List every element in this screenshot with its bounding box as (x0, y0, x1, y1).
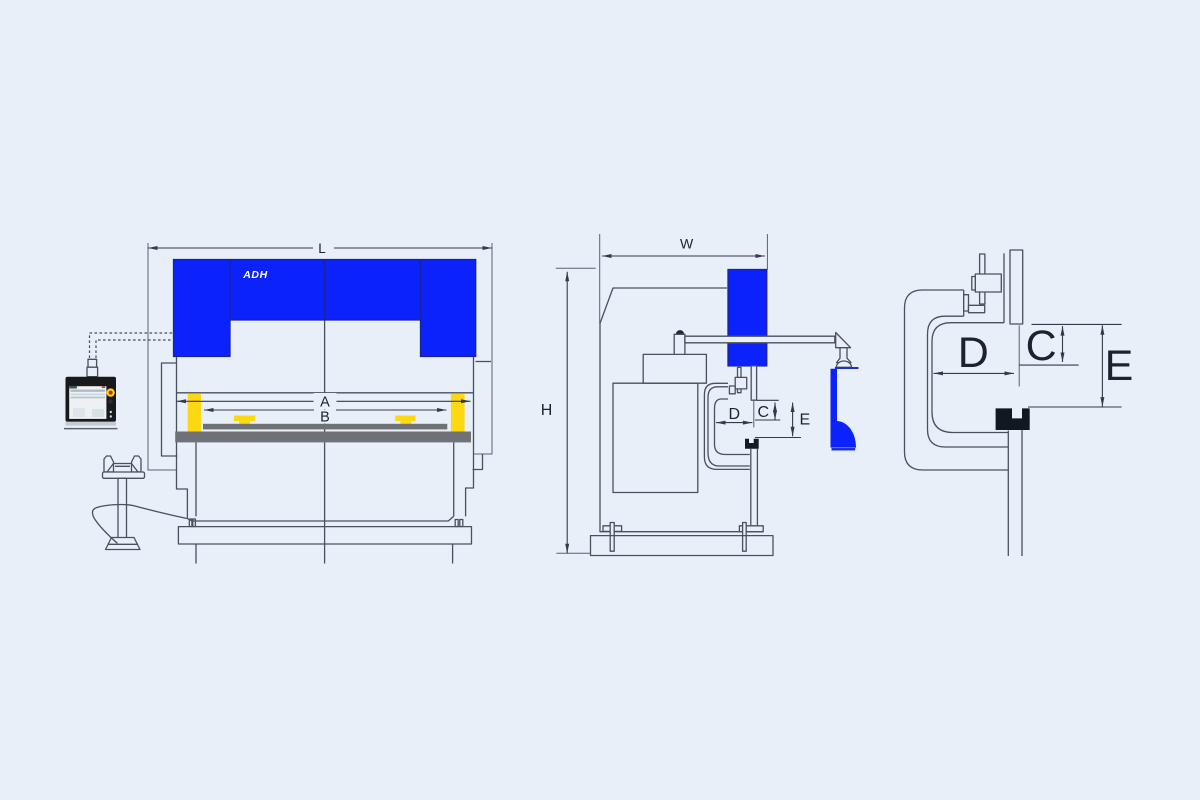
svg-text:B: B (320, 409, 330, 425)
svg-text:W: W (680, 235, 694, 251)
svg-text:A: A (320, 395, 330, 411)
svg-text:L: L (318, 241, 326, 256)
svg-text:E: E (800, 412, 811, 429)
svg-text:D: D (958, 329, 989, 377)
svg-text:H: H (541, 402, 553, 419)
svg-text:E: E (1105, 342, 1134, 390)
svg-text:D: D (729, 406, 741, 423)
svg-text:ADH: ADH (242, 269, 268, 281)
svg-text:C: C (758, 404, 770, 421)
svg-text:C: C (1026, 322, 1057, 370)
